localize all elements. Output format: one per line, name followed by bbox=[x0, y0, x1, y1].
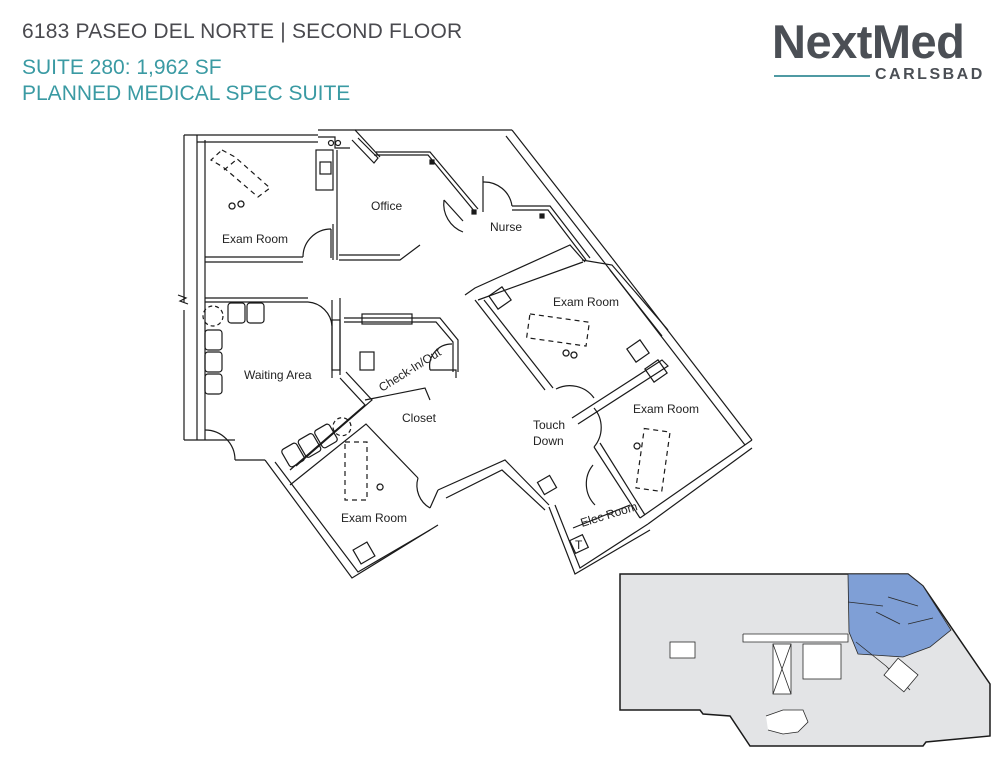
suite-description: PLANNED MEDICAL SPEC SUITE bbox=[22, 82, 351, 105]
suite-size: SUITE 280: 1,962 SF bbox=[22, 56, 222, 79]
label-exam-room-1: Exam Room bbox=[222, 232, 288, 246]
suite-info: SUITE 280: 1,962 SF PLANNED MEDICAL SPEC… bbox=[22, 55, 350, 107]
label-exam-room-2: Exam Room bbox=[553, 295, 619, 309]
label-nurse: Nurse bbox=[490, 220, 522, 234]
suite-highlight bbox=[847, 573, 952, 658]
property-address: 6183 PASEO DEL NORTE | SECOND FLOOR bbox=[22, 20, 463, 43]
label-waiting-area: Waiting Area bbox=[244, 368, 312, 382]
label-exam-room-3: Exam Room bbox=[341, 511, 407, 525]
nextmed-logo: NextMed CARLSBAD bbox=[770, 15, 990, 88]
label-elec-room: Elec Room bbox=[579, 499, 639, 530]
logo-rule bbox=[774, 75, 870, 77]
label-office: Office bbox=[371, 199, 402, 213]
label-exam-room-4: Exam Room bbox=[633, 402, 699, 416]
label-touch-down-2: Down bbox=[533, 434, 564, 448]
label-touch-down-1: Touch bbox=[533, 418, 565, 432]
label-closet: Closet bbox=[402, 411, 437, 425]
thermostat-label: T bbox=[575, 538, 583, 552]
logo-wordmark: NextMed bbox=[772, 15, 965, 68]
key-plan bbox=[619, 573, 991, 747]
logo-location: CARLSBAD bbox=[875, 66, 985, 83]
